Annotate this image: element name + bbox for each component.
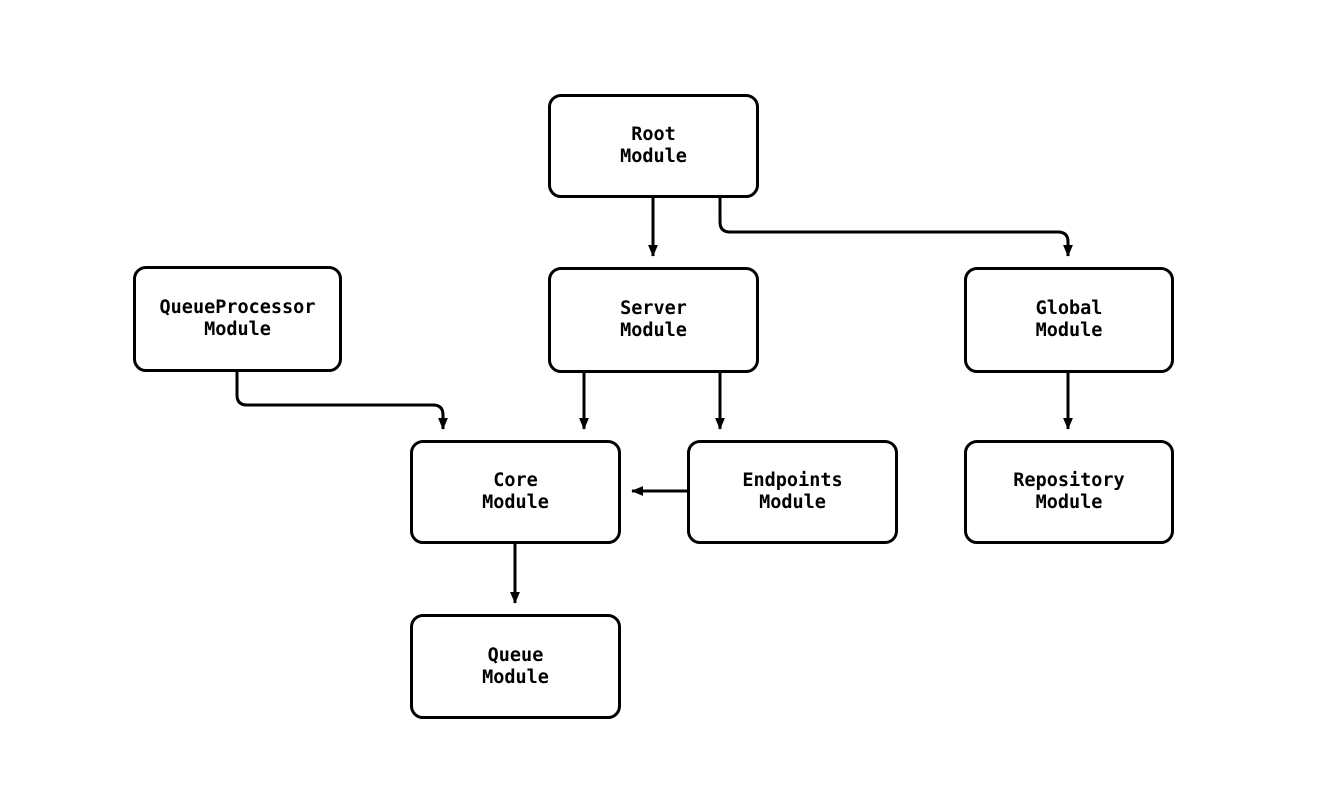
node-queue[interactable]: Queue Module [410, 614, 621, 719]
node-queueprocessor[interactable]: QueueProcessor Module [133, 266, 342, 372]
node-endpoints-label-line1: Endpoints [742, 470, 843, 491]
node-queueprocessor-label-line1: QueueProcessor [159, 297, 316, 318]
node-server-label-line2: Module [620, 320, 687, 341]
node-global-label-line1: Global [1035, 298, 1103, 319]
node-root-label-line1: Root [631, 124, 676, 145]
node-server[interactable]: Server Module [548, 267, 759, 373]
edge-root-to-global [718, 198, 1073, 257]
node-core-label-line2: Module [482, 492, 549, 513]
node-server-label-line1: Server [620, 298, 687, 319]
edge-queueprocessor-to-core [235, 372, 448, 430]
node-endpoints[interactable]: Endpoints Module [687, 440, 898, 544]
node-global[interactable]: Global Module [964, 267, 1174, 373]
node-queue-label-line2: Module [482, 666, 549, 688]
node-root-label-line2: Module [620, 146, 687, 167]
node-queue-label-line1: Queue [487, 644, 544, 666]
node-repository[interactable]: Repository Module [964, 440, 1174, 544]
node-endpoints-label-line2: Module [759, 492, 826, 513]
node-repository-label-line1: Repository [1013, 470, 1125, 491]
node-core[interactable]: Core Module [410, 440, 621, 544]
node-core-label-line1: Core [493, 470, 538, 491]
node-queueprocessor-label-line2: Module [204, 319, 271, 340]
node-repository-label-line2: Module [1035, 492, 1103, 513]
node-global-label-line2: Module [1035, 320, 1103, 341]
node-root[interactable]: Root Module [548, 94, 759, 198]
